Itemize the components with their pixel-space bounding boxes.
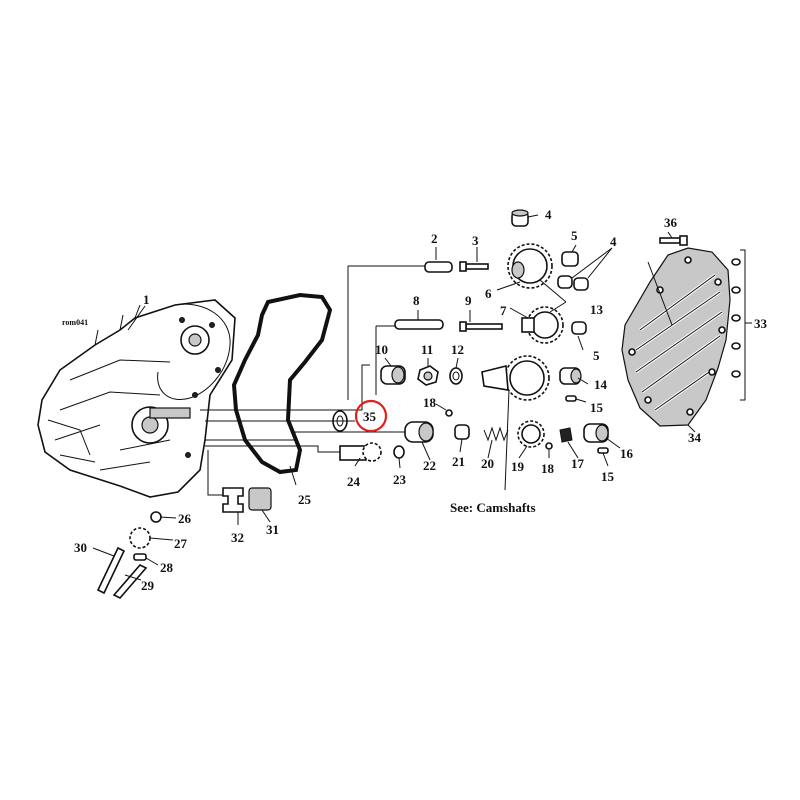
callout-31: 31 [266, 522, 279, 537]
diagram-code: rom041 [62, 318, 88, 327]
callout-3: 3 [472, 233, 479, 248]
callout-13: 13 [590, 302, 604, 317]
callout-26: 26 [178, 511, 192, 526]
callout-5-top: 5 [571, 228, 578, 243]
callout-11: 11 [421, 342, 433, 357]
callout-15-lower: 15 [601, 469, 615, 484]
crankcase-illustration [37, 299, 236, 498]
callout-32: 32 [231, 530, 244, 545]
callout-36: 36 [664, 215, 678, 230]
callout-1: 1 [143, 292, 150, 307]
callout-24: 24 [347, 474, 361, 489]
callout-30: 30 [74, 540, 87, 555]
camshafts-note: See: Camshafts [450, 500, 536, 515]
callout-22: 22 [423, 458, 436, 473]
callout-7: 7 [500, 303, 507, 318]
callout-6: 6 [485, 286, 492, 301]
cam-cover-illustration [621, 247, 731, 427]
callout-17: 17 [571, 456, 585, 471]
callout-27: 27 [174, 536, 188, 551]
callout-4-right: 4 [610, 234, 617, 249]
callout-2: 2 [431, 231, 438, 246]
callout-8: 8 [413, 293, 420, 308]
callout-29: 29 [141, 578, 155, 593]
callout-14: 14 [594, 377, 608, 392]
callout-12: 12 [451, 342, 464, 357]
callout-4-top: 4 [545, 207, 552, 222]
cover-screws-illustration [731, 249, 752, 401]
callout-highlight-ring [354, 399, 388, 433]
gasket-illustration [231, 292, 333, 475]
callout-16: 16 [620, 446, 634, 461]
callout-18-upper: 18 [423, 395, 437, 410]
callout-19: 19 [511, 459, 525, 474]
callout-33: 33 [754, 316, 768, 331]
callout-18-lower: 18 [541, 461, 555, 476]
callout-35: 35 [363, 409, 377, 424]
callout-28: 28 [160, 560, 174, 575]
callout-9: 9 [465, 293, 472, 308]
callout-25: 25 [298, 492, 312, 507]
parts-illustrations [96, 209, 609, 599]
callout-23: 23 [393, 472, 407, 487]
callout-34: 34 [688, 430, 702, 445]
callout-15-upper: 15 [590, 400, 604, 415]
callout-20: 20 [481, 456, 494, 471]
cover-bolt-illustration [659, 235, 688, 246]
callout-5-low: 5 [593, 348, 600, 363]
leader-lines [92, 214, 696, 581]
callout-21: 21 [452, 454, 465, 469]
callout-10: 10 [375, 342, 388, 357]
